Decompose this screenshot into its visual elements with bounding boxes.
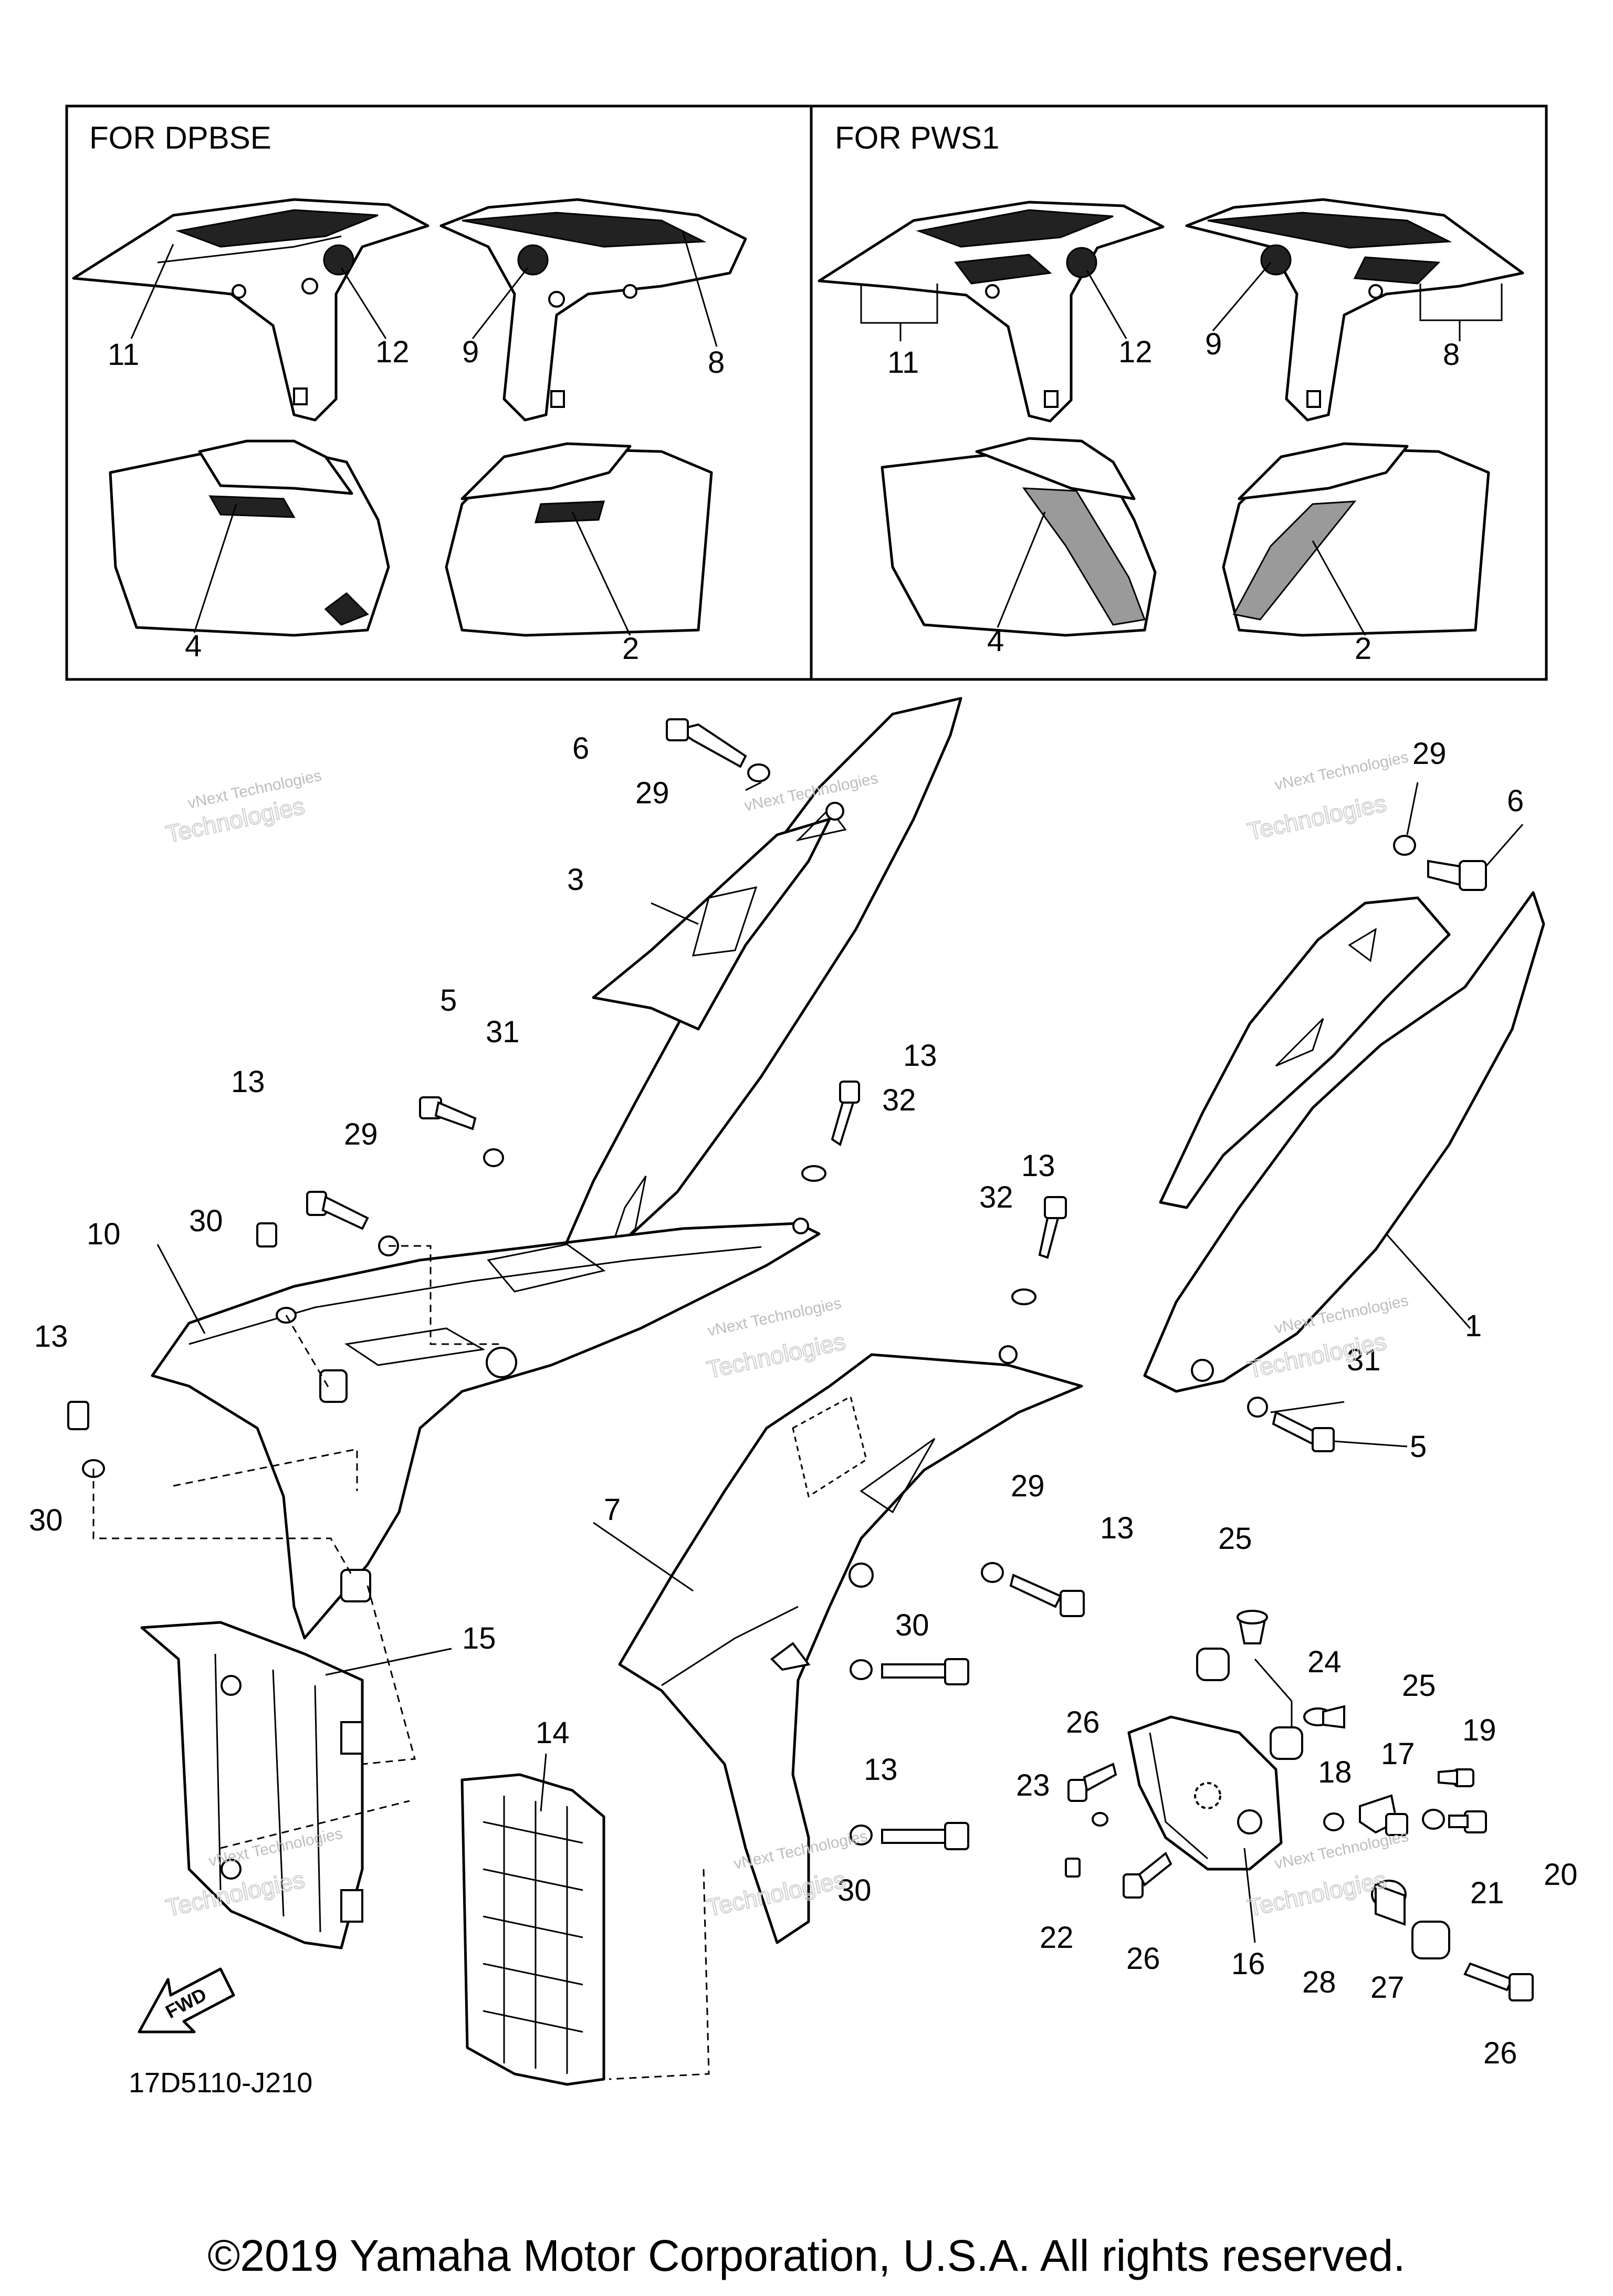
- part-10-shroud: [151, 1218, 821, 1640]
- callout-19: 19: [1462, 1713, 1496, 1747]
- part-3-side-cover: [555, 697, 962, 1277]
- callout-29-lower: 29: [1011, 1469, 1045, 1503]
- callout-pws1-11: 11: [887, 345, 919, 380]
- leader-lines: [156, 781, 1524, 1943]
- part-14-louver: [460, 1773, 605, 2086]
- callouts: 1 3 5 6 6 7 10 13 13 13 13 13 13 13 14 1…: [29, 731, 1578, 2070]
- callout-24: 24: [1307, 1645, 1342, 1679]
- callout-13-f: 13: [864, 1753, 898, 1787]
- dpbse-right-shroud-graphic: [439, 198, 747, 422]
- callout-pws1-12: 12: [1118, 335, 1153, 369]
- callout-dpbse-12: 12: [375, 335, 410, 369]
- callout-25-top: 25: [1218, 1522, 1252, 1556]
- callout-16: 16: [1231, 1947, 1265, 1981]
- variant-box: FOR DPBSE FOR PWS1: [65, 104, 1548, 681]
- callout-pws1-4: 4: [987, 624, 1004, 658]
- hardware: [67, 718, 1534, 2001]
- callout-6-top: 6: [572, 731, 589, 766]
- variant-title-pws1: FOR PWS1: [835, 120, 999, 155]
- callout-18: 18: [1318, 1755, 1352, 1789]
- callout-5-upper: 5: [440, 983, 457, 1018]
- pws1-left-shroud-graphic: [818, 201, 1165, 423]
- part-7-shroud: [618, 1345, 1083, 1944]
- callout-27: 27: [1370, 1970, 1405, 2005]
- callout-31-right: 31: [1347, 1343, 1381, 1377]
- callout-26-right: 26: [1483, 2036, 1517, 2070]
- callout-30-d: 30: [837, 1873, 872, 1907]
- assembly-lines: [92, 1245, 710, 2080]
- part-1-side-cover: [1143, 891, 1545, 1393]
- callout-14: 14: [536, 1716, 570, 1750]
- callout-dpbse-9: 9: [462, 335, 479, 369]
- pws1-left-number-plate: [881, 437, 1157, 637]
- callout-5-right: 5: [1410, 1430, 1427, 1464]
- callout-dpbse-11: 11: [108, 338, 139, 372]
- part-16-bracket: [1127, 1715, 1283, 1871]
- callout-3: 3: [567, 863, 584, 897]
- callout-29-right: 29: [1412, 737, 1447, 771]
- callout-6-right: 6: [1507, 784, 1524, 818]
- diagram-code: 17D5110-J210: [129, 2067, 312, 2099]
- callout-22: 22: [1040, 1921, 1074, 1955]
- callout-30-a: 30: [189, 1204, 223, 1238]
- callout-dpbse-4: 4: [185, 629, 202, 663]
- callout-28: 28: [1302, 1965, 1336, 1999]
- dpbse-left-shroud-graphic: [72, 198, 430, 422]
- callout-21: 21: [1470, 1876, 1504, 1910]
- pws1-right-number-plate: [1222, 442, 1490, 637]
- part-15-radiator-guard: [140, 1621, 364, 1949]
- callout-dpbse-2: 2: [622, 632, 639, 666]
- callout-13-c: 13: [903, 1039, 937, 1073]
- callout-10: 10: [87, 1217, 121, 1251]
- watermark-15: Technologies: [1245, 1865, 1388, 1922]
- callout-13-a: 13: [231, 1065, 265, 1099]
- variant-title-dpbse: FOR DPBSE: [89, 120, 271, 155]
- callout-pws1-2: 2: [1355, 632, 1371, 666]
- callout-pws1-8: 8: [1443, 338, 1460, 372]
- callout-20: 20: [1544, 1858, 1578, 1892]
- callout-7: 7: [604, 1493, 621, 1527]
- fwd-arrow-icon: FWD: [138, 1967, 235, 2033]
- callout-26-left: 26: [1066, 1705, 1100, 1739]
- callout-29-left: 29: [344, 1117, 378, 1151]
- callout-pws1-9: 9: [1205, 327, 1222, 361]
- callout-23: 23: [1016, 1768, 1050, 1802]
- callout-1: 1: [1465, 1309, 1482, 1343]
- callout-17: 17: [1381, 1737, 1415, 1771]
- callout-25-right: 25: [1402, 1669, 1436, 1703]
- copyright-notice: ©2019 Yamaha Motor Corporation, U.S.A. A…: [207, 2231, 1405, 2280]
- callout-31-upper: 31: [486, 1015, 520, 1049]
- callout-30-b: 30: [29, 1503, 63, 1537]
- callout-15: 15: [462, 1621, 496, 1655]
- callout-32-b: 32: [979, 1180, 1013, 1214]
- dpbse-right-number-plate: [445, 442, 713, 637]
- callout-13-b: 13: [34, 1319, 68, 1354]
- watermark-4: vNext Technologies: [1273, 749, 1410, 794]
- dpbse-left-number-plate: [109, 439, 390, 637]
- watermark-14: vNext Technologies: [1273, 1828, 1410, 1873]
- callout-30-c: 30: [895, 1608, 929, 1642]
- callout-32-a: 32: [882, 1083, 916, 1117]
- pws1-right-shroud-graphic: [1185, 198, 1524, 422]
- callout-13-d: 13: [1021, 1149, 1055, 1183]
- callout-dpbse-8: 8: [708, 345, 725, 380]
- watermark-5: Technologies: [1245, 789, 1388, 845]
- callout-13-e: 13: [1100, 1511, 1134, 1545]
- callout-26-mid: 26: [1126, 1942, 1160, 1976]
- callout-29-top: 29: [635, 776, 669, 810]
